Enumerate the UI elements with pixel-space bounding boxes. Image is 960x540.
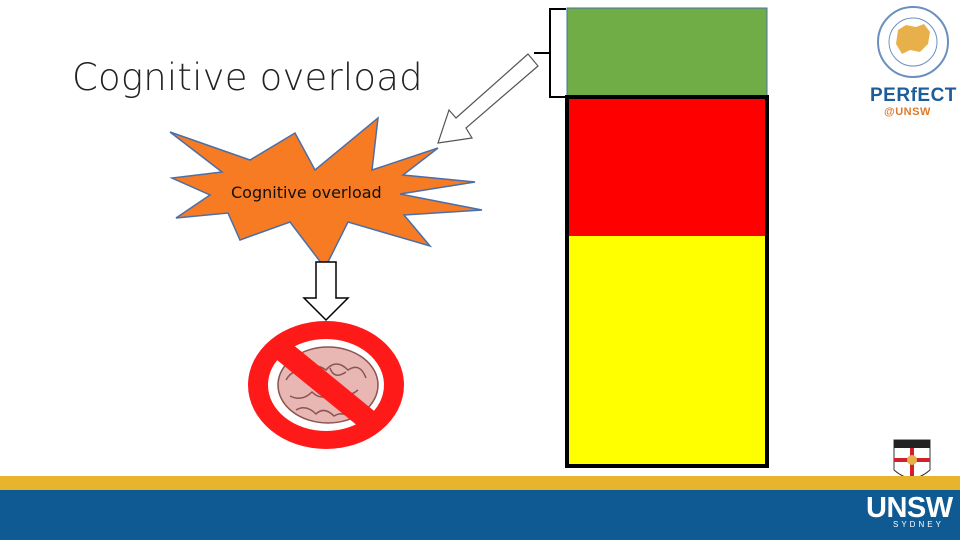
memory-bar-outline [565, 95, 769, 468]
down-arrow-icon [302, 261, 350, 322]
memory-segment-middle [567, 97, 767, 236]
memory-segment-top [566, 7, 768, 97]
memory-segment-bottom [567, 236, 767, 466]
unsw-crest [893, 439, 931, 479]
footer-blue-band [0, 490, 960, 540]
no-brain-icon [248, 321, 404, 449]
unsw-logo-text: UNSW [866, 492, 953, 524]
perfect-logo-subtext: @UNSW [884, 106, 931, 118]
perfect-logo-text: PERfECT [870, 85, 957, 106]
unsw-city-text: SYDNEY [893, 520, 944, 529]
perfect-logo-badge [877, 6, 949, 78]
footer-gold-stripe [0, 476, 960, 490]
bracket-icon [534, 8, 566, 98]
slide-title: Cognitive overload [72, 56, 423, 99]
pointer-arrow-icon [437, 53, 539, 144]
burst-label: Cognitive overload [231, 183, 382, 202]
memory-capacity-bar [565, 7, 769, 468]
explosion-burst-shape [169, 116, 483, 270]
